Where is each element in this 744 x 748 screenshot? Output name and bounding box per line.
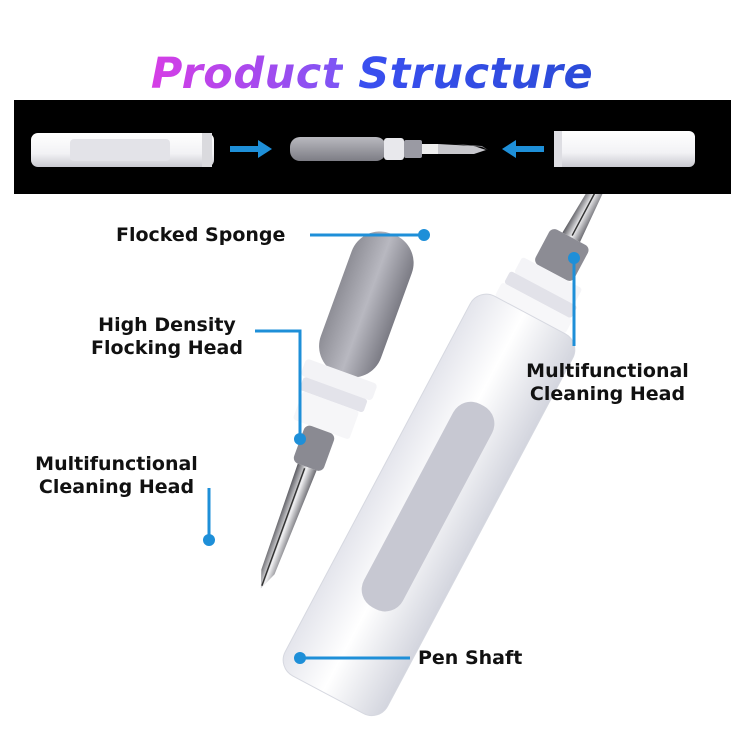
label-multi-left-line2: Cleaning Head: [38, 476, 195, 498]
label-flocked-sponge: Flocked Sponge: [116, 224, 286, 246]
label-multi-right-line2: Cleaning Head: [529, 383, 686, 405]
flocked-sponge-part: [319, 231, 414, 378]
callout-multi-left: [203, 488, 215, 546]
label-high-density-line1: High Density: [98, 314, 236, 336]
right-cap-part: [554, 131, 695, 167]
callout-pen-shaft: [294, 652, 410, 664]
label-multi-right: Multifunctional Cleaning Head: [515, 360, 700, 406]
callout-flocked-sponge: [310, 229, 430, 241]
label-high-density-line2: Flocking Head: [91, 337, 243, 359]
cleaning-blade-left: [260, 463, 317, 589]
label-pen-shaft: Pen Shaft: [418, 647, 523, 669]
callout-high-density: [255, 329, 306, 445]
core-assembly-part: [290, 137, 488, 161]
label-high-density: High Density Flocking Head: [82, 314, 252, 360]
label-multi-left-line1: Multifunctional: [35, 453, 198, 475]
title-word-product: Product: [150, 49, 343, 99]
arrow-right-icon: [230, 140, 272, 158]
cleaning-blade-right: [562, 157, 614, 243]
callout-multi-right: [568, 252, 580, 346]
label-multi-right-line1: Multifunctional: [526, 360, 689, 382]
label-multi-left: Multifunctional Cleaning Head: [24, 453, 209, 499]
left-cap-part: [31, 133, 214, 167]
main-pen: [282, 157, 614, 717]
product-illustration: [0, 157, 744, 748]
arrow-left-icon: [502, 140, 544, 158]
exploded-view-banner: [14, 100, 731, 194]
page-title: Product Structure: [0, 44, 744, 104]
title-word-structure: Structure: [358, 49, 594, 99]
